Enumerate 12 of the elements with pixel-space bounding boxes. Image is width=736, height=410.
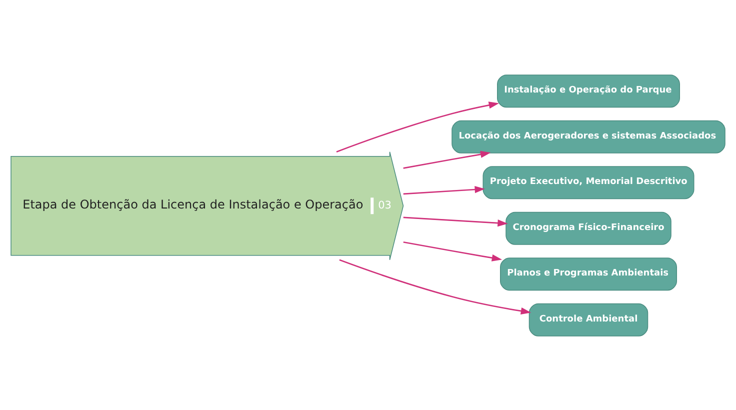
node-box: Projeto Executivo, Memorial Descritivo — [482, 166, 694, 199]
node-box: Cronograma Físico-Financeiro — [506, 211, 672, 244]
arrow — [339, 258, 532, 314]
arrow — [403, 185, 485, 194]
arrow — [403, 240, 502, 261]
arrow — [336, 101, 500, 152]
node-box: Controle Ambiental — [528, 302, 648, 336]
node-box: Locação dos Aerogeradores e sistemas Associados — [452, 120, 726, 153]
node-box: Instalação e Operação do Parque — [497, 74, 680, 108]
arrow — [403, 150, 491, 168]
arrow — [403, 216, 508, 226]
node-box: Planos e Programas Ambientais — [500, 257, 677, 290]
